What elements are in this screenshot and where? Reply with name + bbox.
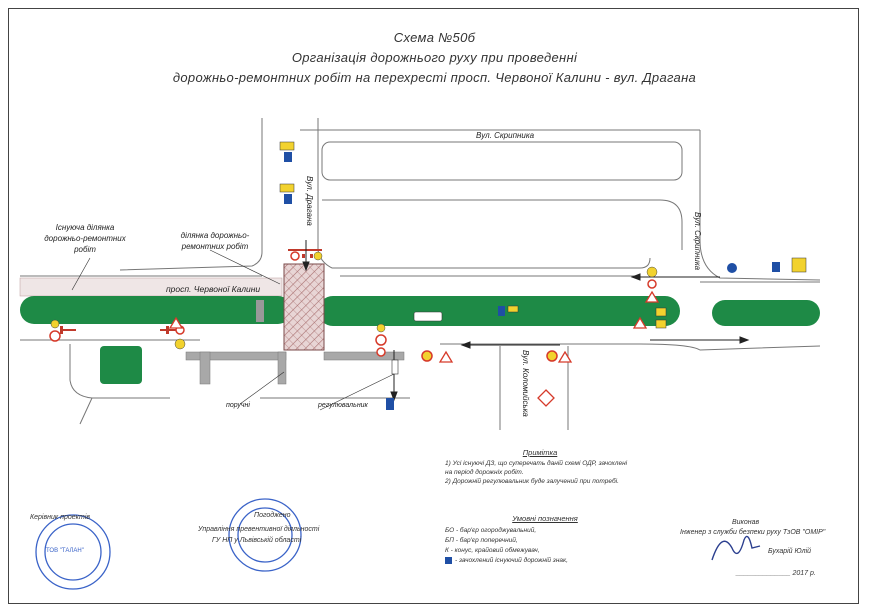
legend-item-1: БО - бар'єр огороджувальний,	[445, 527, 537, 534]
detour-arrows	[391, 311, 443, 375]
legend-item-4: - зачохлений існуючий дорожній знак,	[455, 557, 568, 564]
legend-item-3: К - конус, крайовий обмежувач,	[445, 547, 540, 554]
scheme-title: Організація дорожнього руху при проведен…	[291, 50, 578, 65]
existing-worksite-label: Існуюча ділянка дорожньо-ремонтних робіт	[44, 223, 126, 254]
notes-header: Примітка	[522, 448, 558, 457]
regulator-label: регулювальник	[318, 402, 368, 409]
warning-signs	[168, 290, 660, 407]
scheme-number: Схема №50б	[393, 30, 476, 45]
barrier-railing	[185, 351, 405, 385]
street-kalyny: просп. Червоної Калини	[166, 284, 261, 294]
left-role: Керівник проектів	[30, 514, 91, 521]
temporary-signs	[279, 141, 807, 329]
worksite-label: ділянка дорожньо-ремонтних робіт	[180, 231, 250, 251]
stamp-left	[35, 514, 111, 590]
left-stamp-text: ТОВ "ТАЛАН"	[46, 548, 84, 554]
barrier-label: поручні	[226, 402, 250, 409]
legend-item-2: БП - бар'єр поперечний,	[445, 537, 518, 544]
right-date: ______________ 2017 р.	[736, 570, 816, 577]
covered-sign-icon	[445, 556, 452, 564]
street-skrypnyka-right: Вул. Скрипника	[693, 212, 702, 271]
avenue-edges	[20, 275, 821, 425]
street-skrypnyka-top: Вул. Скрипника	[476, 131, 535, 140]
median-gap-marker	[256, 300, 264, 322]
prohibition-signs	[49, 251, 658, 362]
street-kolomyiska: Вул. Коломийська	[521, 350, 530, 417]
middle-dept-1: Управління превентивної діяльності	[198, 526, 320, 533]
median-left	[20, 296, 292, 324]
notes-item-1: 1) Усі існуючі ДЗ, що суперечать даній с…	[445, 460, 628, 476]
right-role: Виконав	[732, 519, 760, 526]
drawing-frame	[8, 8, 859, 604]
right-position: Інженер з служби безпеки руху ТзОВ "ОМІР…	[680, 529, 826, 536]
skrypnyka-block	[300, 129, 821, 281]
signature-right	[711, 535, 761, 561]
legend-item-4-row: - зачохлений існуючий дорожній знак,	[445, 556, 645, 566]
middle-dept-2: ГУ НП у Львівській області	[212, 537, 302, 544]
info-signs	[284, 152, 780, 410]
notes-item-2: 2) Дорожній регулювальник буде залучений…	[445, 478, 619, 485]
legend-header: Умовні позначення	[512, 514, 578, 523]
stamp-middle	[228, 498, 302, 572]
scheme-subtitle: дорожньо-ремонтних робіт на перехресті п…	[172, 70, 697, 85]
street-drahana: Вул. Драгана	[305, 176, 314, 226]
kolomyiska-street	[499, 346, 569, 430]
median-right	[712, 300, 820, 326]
island-square	[100, 346, 142, 384]
legend-block: Умовні позначення БО - бар'єр огороджува…	[445, 514, 645, 566]
notes-block: Примітка 1) Усі існуючі ДЗ, що суперечат…	[445, 448, 635, 486]
middle-role: Погоджено	[254, 512, 291, 519]
right-name: Бухарій Юлій	[768, 548, 812, 555]
